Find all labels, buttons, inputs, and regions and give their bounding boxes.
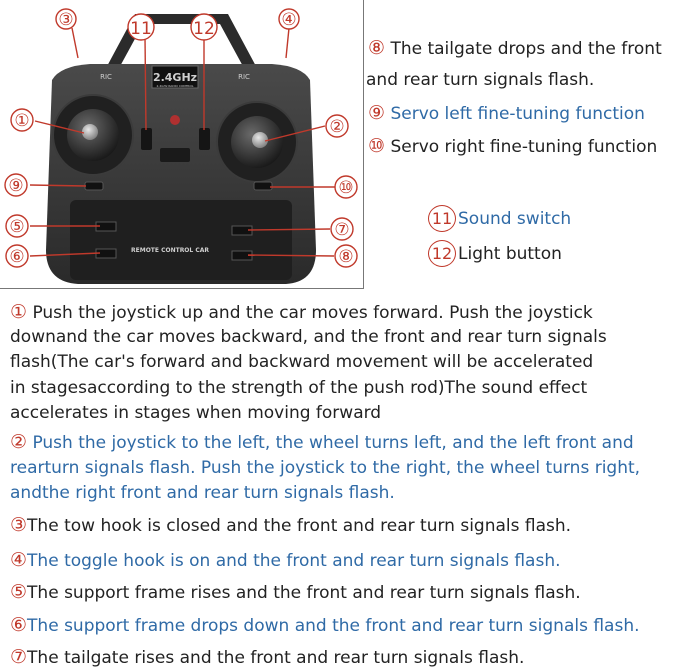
callout-5: ⑤ [5,214,29,238]
item-4-number: ④ [10,549,28,571]
svg-text:①: ① [14,111,29,131]
svg-text:11: 11 [130,19,152,39]
svg-text:③: ③ [58,10,73,30]
remote-controller-illustration: 2.4GHz 2.4GHz RADIO CONTROL RIC RIC REMO… [4,8,358,284]
servo-left-trim [84,181,104,191]
light-button [199,128,210,150]
note-9: ⑨ Servo left fine-tuning function [368,101,645,127]
item-4: ④The toggle hook is on and the front and… [10,549,561,571]
note-12-text: Light button [458,244,562,264]
callout-4: ④ [278,8,300,30]
leader-3 [71,27,79,59]
callout-6: ⑥ [5,244,29,268]
callout-12: 12 [190,13,218,41]
svg-text:⑧: ⑧ [338,247,353,267]
brand-sub: 2.4GHz RADIO CONTROL [156,84,193,88]
leader-11 [144,36,147,131]
center-light [170,115,180,125]
note-10: ⑩ Servo right fine-tuning function [368,134,657,160]
item-3: ③The tow hook is closed and the front an… [10,514,572,536]
callout-9: ⑨ [4,173,28,197]
item-2-number: ② [10,431,28,453]
leader-2 [264,125,326,142]
leader-7 [247,228,331,231]
item-5-number: ⑤ [10,581,28,603]
item-1-line1: ① Push the joystick up and the car moves… [10,301,593,323]
item-7: ⑦The tailgate rises and the front and re… [10,646,525,668]
callout-7: ⑦ [330,217,354,241]
callout-2: ② [325,114,349,138]
svg-text:②: ② [329,117,344,137]
leader-6 [29,252,101,257]
item-2-line3: andthe right front and rear turn signals… [10,483,395,503]
note-8-cont: and rear turn signals flash. [366,70,595,90]
brand-badge [151,65,199,89]
svg-text:⑨: ⑨ [8,176,23,196]
callout-11: 11 [127,13,155,41]
item-6: ⑥The support frame drops down and the fr… [10,614,640,636]
panel-text: REMOTE CONTROL CAR [131,247,209,254]
callout-3: ③ [55,8,77,30]
image-frame-right [363,0,364,289]
note-10-number: ⑩ [368,135,386,157]
lower-panel [70,200,292,280]
ric-right: RIC [238,73,250,81]
item-2-line2: rearturn signals flash. Push the joystic… [10,458,641,478]
left-joystick-knob [82,124,98,140]
svg-text:⑩: ⑩ [338,178,353,198]
svg-text:12: 12 [193,19,215,39]
note-8-line1: The tailgate drops and the front [385,39,662,59]
item-1-line5: accelerates in stages when moving forwar… [10,403,382,423]
item-1-line4: in stagesaccording to the strength of th… [10,378,588,398]
item-6-number: ⑥ [10,614,28,636]
item-3-number: ③ [10,514,28,536]
note-9-text: Servo left fine-tuning function [385,104,645,124]
right-joystick-knob [252,132,268,148]
sound-switch [141,128,152,150]
note-8-number: ⑧ [368,37,386,59]
image-frame-bottom [0,288,364,289]
servo-right-trim [253,181,273,191]
svg-text:⑤: ⑤ [9,217,24,237]
center-port [160,148,190,162]
brand-text: 2.4GHz [153,71,197,84]
item-7-number: ⑦ [10,646,28,668]
note-10-text: Servo right fine-tuning function [385,137,658,157]
antenna-handle [105,14,258,70]
note-8: ⑧ The tailgate drops and the front [368,36,662,62]
item-1-number: ① [10,301,28,323]
callout-10: ⑩ [334,175,358,199]
note-12-number: 12 [428,240,456,267]
note-11-text: Sound switch [458,209,572,229]
svg-text:⑥: ⑥ [9,247,24,267]
callout-8: ⑧ [334,244,358,268]
leader-9 [29,184,87,187]
leader-1 [34,120,85,134]
item-5: ⑤The support frame rises and the front a… [10,581,581,603]
item-1-line2: downand the car moves backward, and the … [10,327,607,347]
note-11-number: 11 [428,205,456,232]
ric-left: RIC [100,73,112,81]
svg-text:④: ④ [281,10,296,30]
callout-1: ① [10,108,34,132]
svg-text:⑦: ⑦ [334,220,349,240]
item-2-line1: ② Push the joystick to the left, the whe… [10,431,634,453]
item-1-line3: flash(The car's forward and backward mov… [10,352,594,372]
note-9-number: ⑨ [368,102,386,124]
leader-8 [247,254,335,257]
leader-4 [285,27,290,59]
